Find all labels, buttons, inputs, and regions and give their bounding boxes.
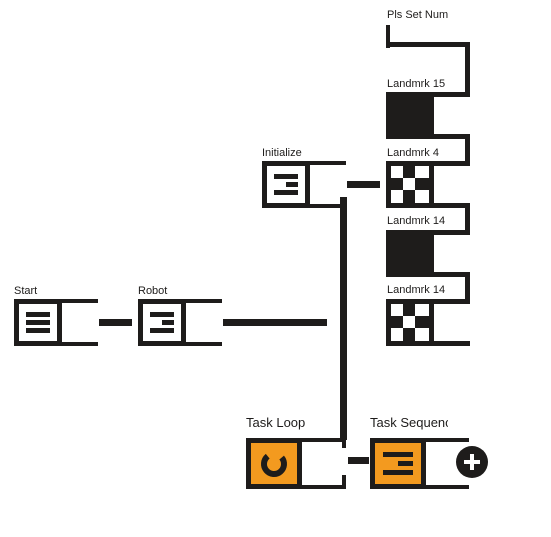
landmark-14b-label: Landmrk 14 — [387, 284, 446, 296]
connectors — [99, 181, 380, 464]
robot-main-connector — [223, 319, 327, 326]
pls-set-num-bracket[interactable] — [386, 25, 390, 48]
initialize-landmark-connector — [347, 181, 380, 188]
start-label: Start — [14, 285, 38, 297]
start-block[interactable] — [14, 299, 98, 346]
list-icon — [26, 312, 50, 333]
robot-block[interactable] — [138, 299, 222, 346]
robot-label: Robot — [138, 285, 168, 297]
task-loop-block[interactable] — [246, 438, 346, 489]
landmark-stack — [386, 25, 470, 346]
add-step-button[interactable] — [456, 446, 488, 478]
landmark-14a-label: Landmrk 14 — [387, 215, 446, 227]
task-sequence-label: Task Sequenc — [370, 415, 448, 430]
initialize-block[interactable] — [262, 161, 346, 208]
robot-block-icon — [150, 312, 174, 333]
landmark-15-label: Landmrk 15 — [387, 78, 446, 90]
start-robot-connector — [99, 319, 132, 326]
task-sequence-block[interactable] — [370, 438, 469, 489]
marker-pattern-icon — [391, 166, 429, 203]
vertical-main-connector — [340, 197, 347, 440]
marker-pattern-icon — [391, 304, 429, 341]
initialize-label: Initialize — [262, 147, 302, 159]
landmark-4-label: Landmrk 4 — [387, 147, 439, 159]
loop-sequence-connector — [348, 457, 369, 464]
landmark-15-block[interactable] — [386, 92, 434, 139]
sequence-icon — [383, 452, 413, 475]
landmark-14a-block[interactable] — [386, 230, 434, 277]
pls-set-num-label: Pls Set Num — [387, 9, 449, 21]
robot-block-icon — [274, 174, 298, 195]
task-loop-label: Task Loop — [246, 415, 306, 430]
